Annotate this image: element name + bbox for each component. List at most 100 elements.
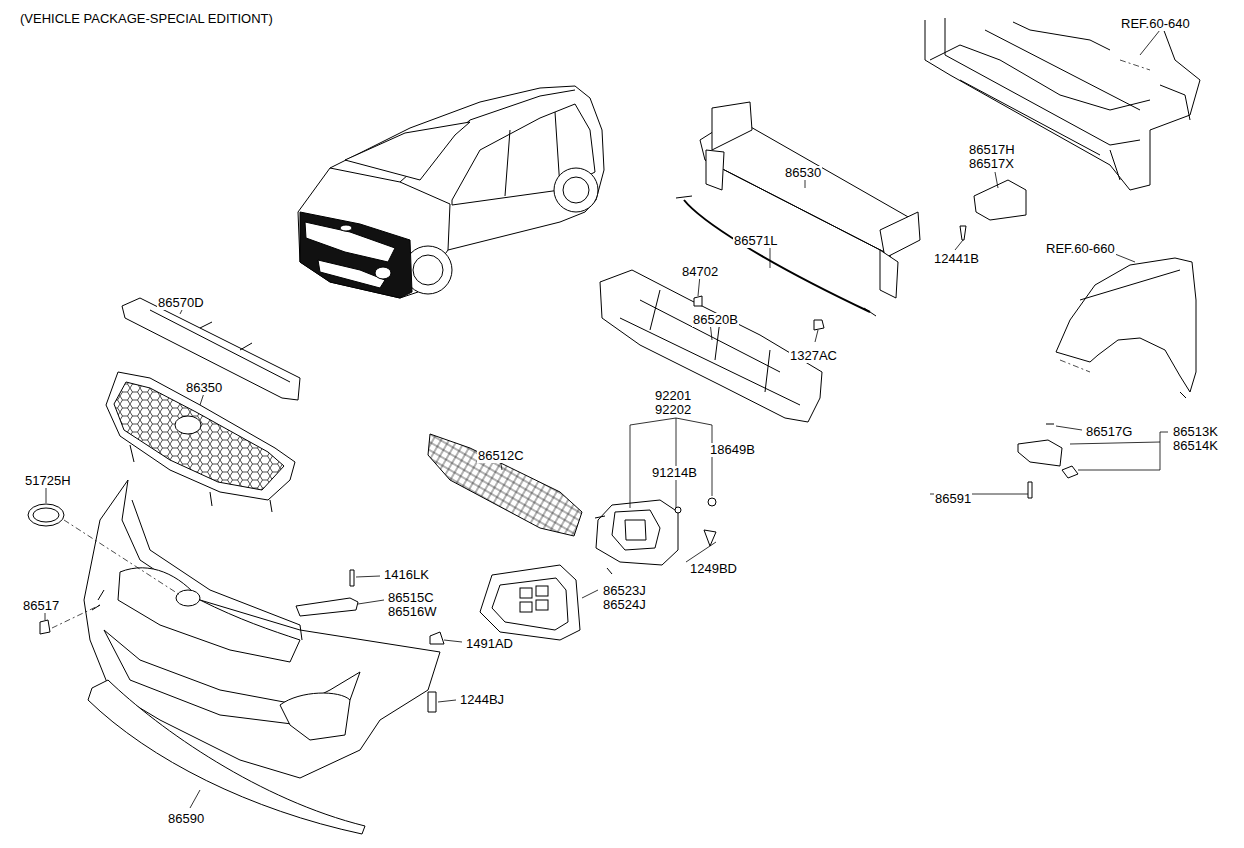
car-illustration-part [340,225,352,231]
part-number: 86513K [1172,425,1219,439]
assembly-lines-part [1060,360,1090,372]
radiator-support-part [985,30,1140,110]
brackets-and-fasteners-part [296,598,358,616]
car-illustration-part [554,168,598,212]
radiator-support-part [1013,22,1110,50]
beam-strip-ends [676,196,876,316]
lower-grille-part [428,434,582,536]
part-number: 86517 [22,599,60,613]
fender-part [1080,270,1180,300]
part-number: 86524J [602,598,647,612]
leader-lines-part [582,590,598,598]
radiator-support-part [945,18,1140,145]
radiator-support-part [925,20,1200,190]
leader-lines-part [686,542,716,562]
leader-lines-part [438,700,456,702]
emblem-part [33,508,59,522]
radiator-support-part [930,45,1150,110]
car-illustration-part [298,86,604,298]
fender-part [1180,392,1186,398]
brackets-and-fasteners-part [1028,482,1032,498]
radiator-support-part [1110,150,1120,180]
energy-absorber-part [620,290,800,405]
leader-lines [45,30,1168,808]
part-number: 18649B [709,443,756,457]
car-illustration [298,86,604,298]
part-number: 86523J [602,584,647,598]
leader-lines-part [190,790,200,808]
fog-bezel-part [480,565,580,640]
reference-note: REF.60-660 [1045,242,1116,256]
brackets-and-fasteners-part [974,180,1026,220]
part-number: 86350 [185,381,223,395]
part-number: 86591 [934,492,972,506]
beam-strip [684,200,870,312]
radiator-grille-part [175,416,201,434]
bumper-fascia-part [176,590,200,606]
lower-lip [88,680,365,834]
part-number: 86514K [1172,439,1219,453]
part-number: 1327AC [789,349,838,363]
radiator-grille-part [106,372,295,500]
radiator-grille-part [130,445,272,512]
part-number: 86517X [968,157,1015,171]
leader-lines-part [995,172,998,188]
brackets-and-fasteners-part [350,570,354,586]
car-illustration-part [305,222,395,262]
leader-lines-part [358,600,384,604]
part-number: 12441B [933,252,980,266]
fog-bezel-part [520,602,532,612]
part-number: 1249BD [689,562,738,576]
brackets-and-fasteners-part [814,320,824,330]
assembly-lines-part [64,520,180,595]
leader-lines-part [1140,30,1160,55]
car-illustration-part [375,267,391,279]
brackets-and-fasteners-part [428,692,436,712]
car-illustration-part [413,255,443,285]
fog-lamp-part [625,520,646,540]
part-number: 1244BJ [459,693,505,707]
fog-bezel-part [536,586,548,596]
diagram-title: (VEHICLE PACKAGE-SPECIAL EDITIONT) [20,12,273,26]
leader-lines-part [444,640,462,642]
radiator-support [925,18,1200,190]
lower-lip-part [88,680,365,834]
fog-bezel-part [520,588,532,598]
radiator-support-part [1160,85,1190,120]
fog-lamp-part [612,510,660,550]
leader-lines-part [815,330,818,342]
part-number: 86520B [692,313,739,327]
brackets-and-fasteners-part [1062,466,1078,478]
emblem [28,504,64,526]
part-number: 86590 [167,812,205,826]
upper-cover-part [150,310,290,382]
fog-lamp-part [595,516,612,574]
bumper-fascia-part [280,693,350,740]
reference-note: REF.60-640 [1120,17,1191,31]
car-illustration-part [563,177,589,203]
leader-lines-part [955,240,963,250]
fog-lamp-part [596,500,678,565]
fog-bezel-part [492,578,568,630]
leader-lines-part [356,576,380,577]
bumper-fascia-part [92,590,104,610]
assembly-lines [52,60,1150,628]
bumper-beam-part [880,212,920,258]
radiator-grille-part [114,382,284,490]
leader-lines-part [630,418,712,508]
part-number: 1491AD [465,637,514,651]
part-number: 84702 [681,265,719,279]
brackets-and-fasteners-part [40,620,50,634]
energy-absorber-part [600,270,822,422]
brackets-and-fasteners-part [960,226,966,240]
leader-lines-part [1078,442,1160,470]
part-number: 86512C [477,449,525,463]
energy-absorber [600,270,822,422]
fender-part [1056,258,1196,392]
bumper-beam-part [706,150,724,190]
bumper-beam [700,102,920,298]
car-illustration-part [300,212,412,298]
brackets-and-fasteners-part [694,296,702,306]
radiator-grille [106,372,295,512]
